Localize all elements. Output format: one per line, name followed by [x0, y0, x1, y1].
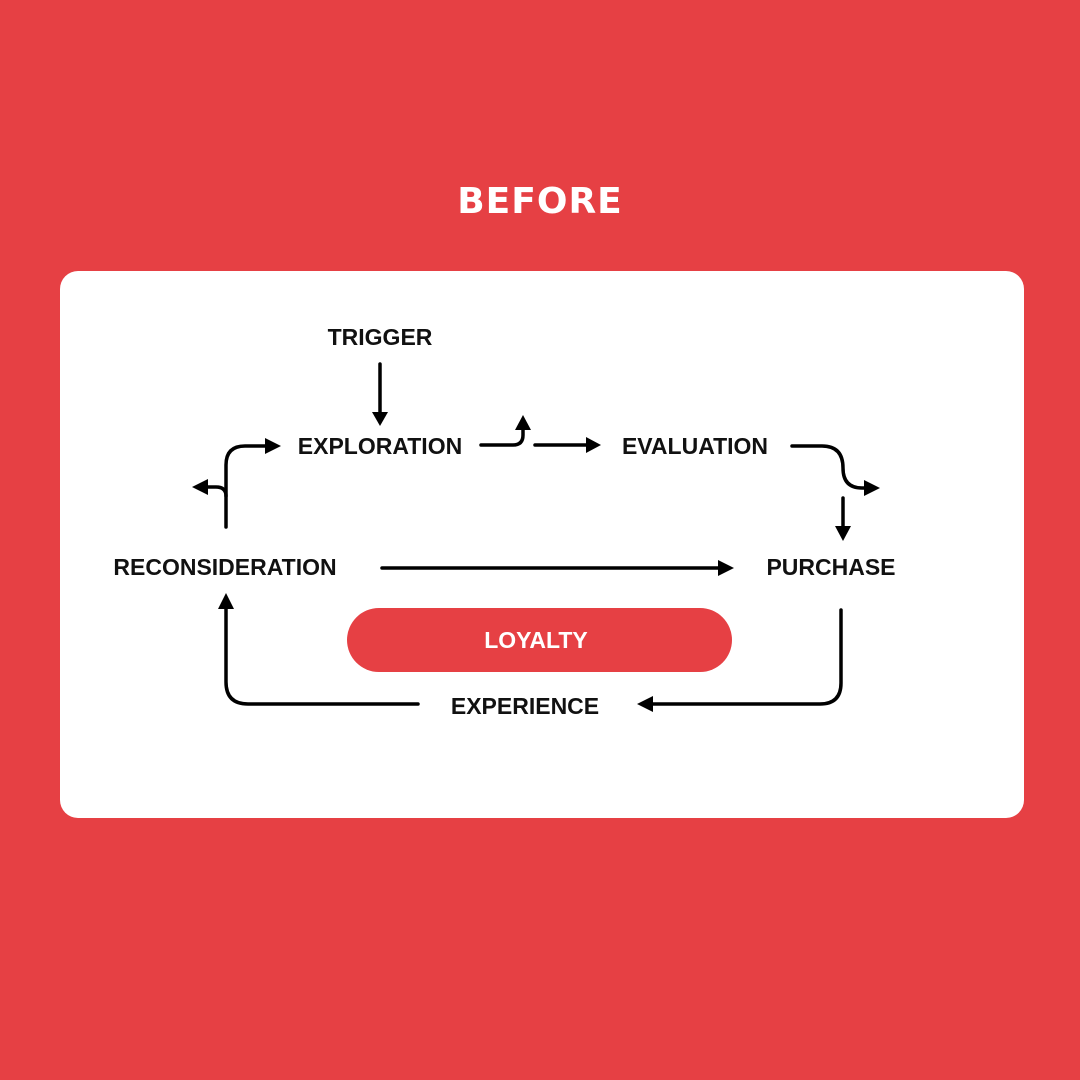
node-trigger: TRIGGER: [328, 324, 433, 350]
diagram-card: [60, 271, 1024, 818]
node-purchase: PURCHASE: [766, 554, 895, 580]
arrow-trigger-exploration: [372, 362, 388, 426]
node-exploration: EXPLORATION: [298, 433, 462, 459]
arrow-evaluation-curl: [790, 444, 880, 496]
arrow-exploration-curl: [479, 415, 531, 447]
arrow-experience-reconsideration: [218, 593, 420, 706]
node-reconsideration: RECONSIDERATION: [113, 554, 336, 580]
arrow-reconsideration-curl: [192, 479, 228, 498]
arrow-reconsideration-purchase: [380, 560, 734, 576]
arrow-reconsideration-exploration: [224, 438, 281, 529]
node-experience: EXPERIENCE: [451, 693, 599, 719]
node-evaluation: EVALUATION: [622, 433, 768, 459]
page-title: BEFORE: [457, 181, 623, 222]
arrow-evaluation-purchase: [835, 496, 851, 541]
loyalty-label: LOYALTY: [484, 627, 588, 653]
arrow-exploration-evaluation: [533, 437, 601, 453]
loyalty-pill: [347, 608, 732, 672]
arrow-purchase-experience: [637, 608, 843, 712]
